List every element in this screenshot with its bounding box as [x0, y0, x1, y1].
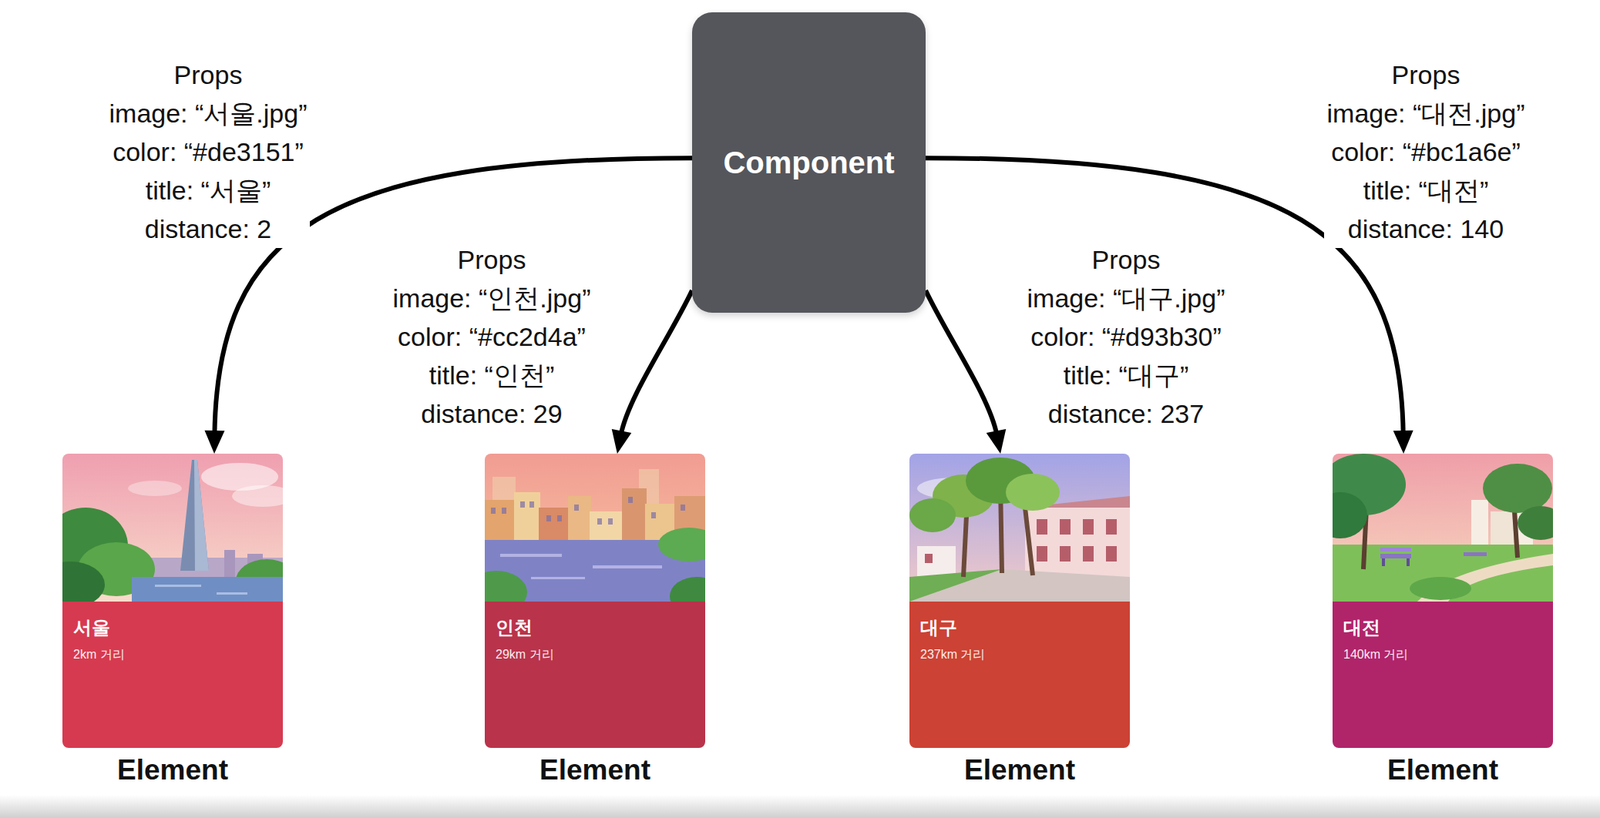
connector-arrow — [925, 290, 998, 436]
props-label: Props image: “인천.jpg” color: “#cc2d4a” t… — [389, 240, 595, 434]
city-title: 대구 — [920, 616, 1120, 640]
connector-arrow — [620, 290, 693, 436]
props-label: Props image: “대구.jpg” color: “#d93b30” t… — [1024, 240, 1229, 434]
bottom-shade — [0, 795, 1600, 818]
distance-text: 2km 거리 — [73, 647, 273, 663]
element-label: Element — [469, 752, 721, 789]
props-label: Props image: “대전.jpg” color: “#bc1a6e” t… — [1324, 55, 1529, 249]
city-card: 대구237km 거리Element — [909, 453, 1130, 749]
city-card: 인천29km 거리Element — [484, 453, 706, 749]
element-label: Element — [47, 752, 299, 789]
component-box: Component — [692, 12, 926, 313]
city-title: 서울 — [73, 616, 273, 640]
distance-text: 140km 거리 — [1343, 647, 1543, 663]
distance-text: 29km 거리 — [495, 647, 695, 663]
city-card: 대전140km 거리Element — [1332, 453, 1553, 749]
city-title: 대전 — [1343, 616, 1543, 640]
city-title: 인천 — [495, 616, 695, 640]
city-card: 서울2km 거리Element — [62, 453, 283, 749]
element-label: Element — [894, 752, 1146, 789]
props-label: Props image: “서울.jpg” color: “#de3151” t… — [106, 55, 311, 249]
component-title: Component — [722, 144, 895, 182]
distance-text: 237km 거리 — [920, 647, 1120, 663]
element-label: Element — [1317, 752, 1569, 789]
